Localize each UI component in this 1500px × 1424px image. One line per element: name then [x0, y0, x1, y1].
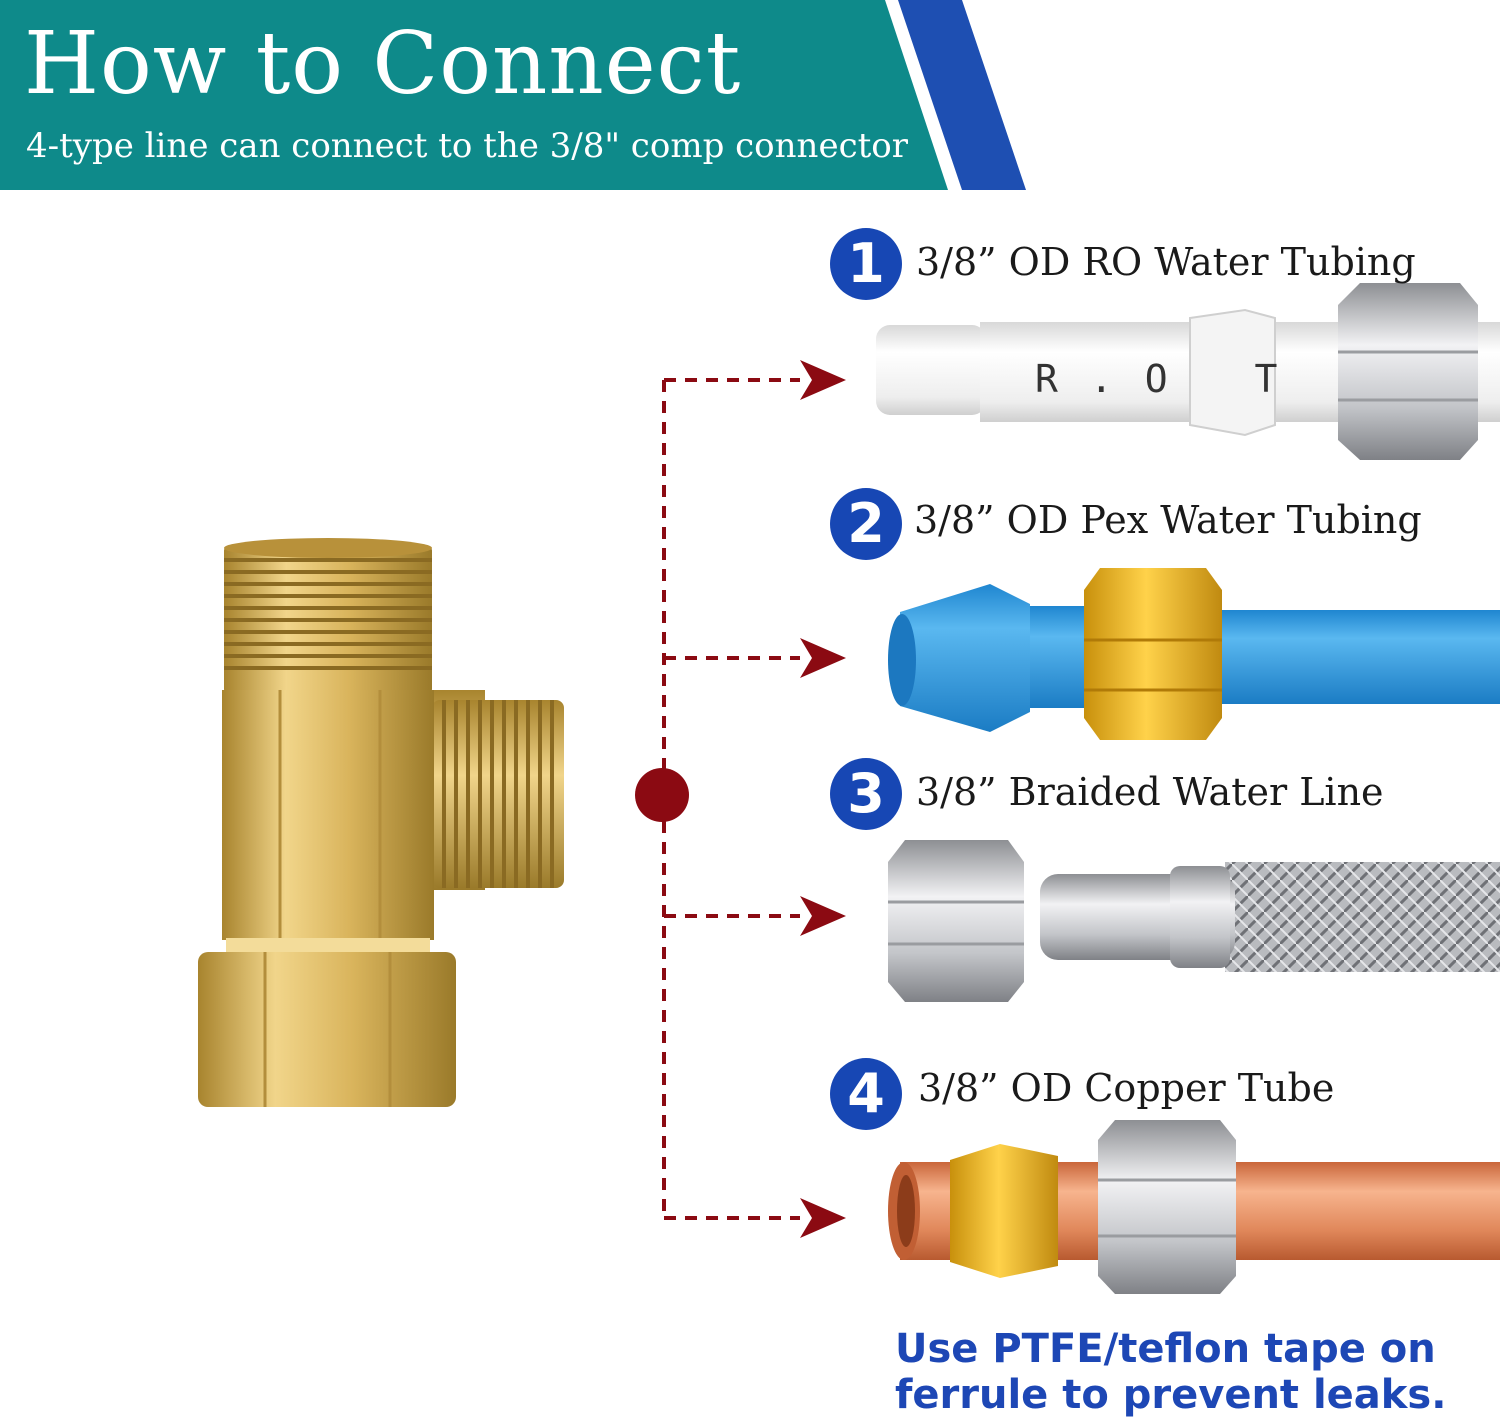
number-badge-2: 2 — [830, 488, 902, 560]
junction-dot — [635, 768, 689, 822]
pex-tubing-image — [888, 568, 1500, 740]
arrow-4-icon — [800, 1198, 846, 1238]
braided-line-image — [888, 840, 1500, 1002]
item-label-3: 3/8” Braided Water Line — [916, 770, 1384, 814]
header-banner — [0, 0, 1026, 190]
item-label-2: 3/8” OD Pex Water Tubing — [914, 498, 1422, 542]
number-badge-4: 4 — [830, 1058, 902, 1130]
item-label-1: 3/8” OD RO Water Tubing — [916, 240, 1416, 284]
number-badge-1: 1 — [830, 228, 902, 300]
page-subtitle: 4-type line can connect to the 3/8" comp… — [26, 126, 908, 166]
page-title: How to Connect — [24, 14, 742, 114]
arrow-3-icon — [800, 896, 846, 936]
brass-tee-fitting — [198, 538, 564, 1107]
copper-tube-image — [888, 1120, 1500, 1294]
tip-line-1: Use PTFE/teflon tape on — [895, 1326, 1436, 1372]
arrow-1-icon — [800, 360, 846, 400]
tube-print-text: R.O T — [1035, 357, 1309, 401]
item-label-4: 3/8” OD Copper Tube — [918, 1066, 1335, 1110]
arrow-2-icon — [800, 638, 846, 678]
number-badge-3: 3 — [830, 758, 902, 830]
connector-lines — [635, 360, 846, 1238]
tip-line-2: ferrule to prevent leaks. — [895, 1372, 1447, 1418]
ro-tubing-image: R.O T — [876, 283, 1500, 460]
